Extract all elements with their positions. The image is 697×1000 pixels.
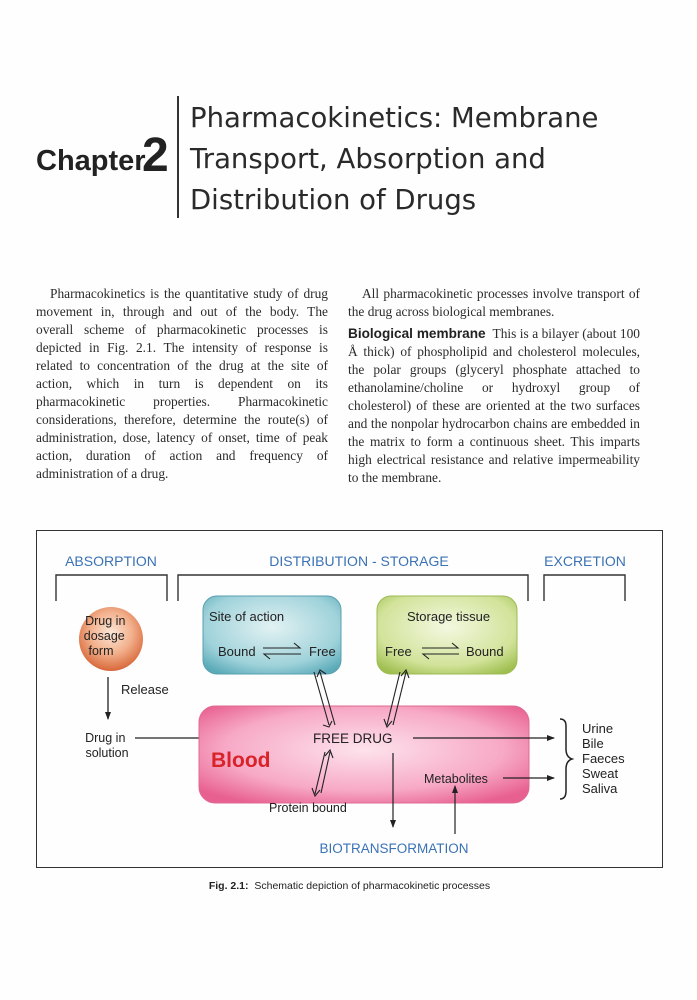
right-column: All pharmacokinetic processes involve tr… <box>348 285 640 487</box>
dosage-form-circle <box>79 607 143 671</box>
site-free-drug-arrows <box>313 669 336 728</box>
route-sweat: Sweat <box>582 766 619 781</box>
absorption-bracket <box>55 574 168 601</box>
membrane-paragraph: Biological membrane This is a bilayer (a… <box>348 325 640 487</box>
biotransformation-heading: BIOTRANSFORMATION <box>319 841 468 856</box>
free-drug-label: FREE DRUG <box>313 731 393 746</box>
intro-paragraph: Pharmacokinetics is the quantitative stu… <box>36 286 328 481</box>
drug-solution-label: Drug in solution <box>85 731 129 760</box>
route-faeces: Faeces <box>582 751 625 766</box>
release-label: Release <box>121 682 169 697</box>
distribution-heading: DISTRIBUTION - STORAGE <box>269 553 448 569</box>
distribution-bracket <box>177 574 529 601</box>
dosage-form-label: Drug in dosage form <box>84 614 129 658</box>
excretion-brace <box>559 718 575 800</box>
site-bound-label: Bound <box>218 644 256 659</box>
blood-box <box>198 705 530 804</box>
storage-tissue-title: Storage tissue <box>407 609 490 624</box>
chapter-divider <box>177 96 179 218</box>
caption-label: Fig. 2.1: <box>208 880 249 892</box>
site-of-action-box <box>202 595 342 675</box>
chapter-title: Pharmacokinetics: Membrane Transport, Ab… <box>190 98 670 221</box>
excretion-heading: EXCRETION <box>544 553 626 569</box>
route-urine: Urine <box>582 721 613 736</box>
storage-bound-label: Bound <box>466 644 504 659</box>
blood-label: Blood <box>211 749 270 772</box>
chapter-title-line: Pharmacokinetics: Membrane <box>190 102 599 134</box>
chapter-label: Chapter <box>36 145 146 177</box>
transport-paragraph: All pharmacokinetic processes involve tr… <box>348 286 640 319</box>
chapter-number: 2 <box>142 129 169 182</box>
route-saliva: Saliva <box>582 781 618 796</box>
site-of-action-title: Site of action <box>209 609 284 624</box>
chapter-title-line: Distribution of Drugs <box>190 184 477 216</box>
site-equilibrium-arrows <box>262 642 302 660</box>
storage-equilibrium-arrows <box>421 642 460 660</box>
route-bile: Bile <box>582 736 604 751</box>
site-free-label: Free <box>309 644 336 659</box>
storage-free-drug-arrows <box>383 668 410 729</box>
pharmacokinetics-figure: ABSORPTION DISTRIBUTION - STORAGE EXCRET… <box>36 530 663 868</box>
storage-tissue-box <box>376 595 518 675</box>
excretion-routes: Urine Bile Faeces Sweat Saliva <box>582 721 625 796</box>
figure-caption: Fig. 2.1: Schematic depiction of pharmac… <box>36 880 663 892</box>
excretion-bracket <box>543 574 626 601</box>
storage-free-label: Free <box>385 644 412 659</box>
figure-diagram: ABSORPTION DISTRIBUTION - STORAGE EXCRET… <box>55 553 626 856</box>
membrane-subhead: Biological membrane <box>348 326 486 341</box>
protein-bound-label: Protein bound <box>269 801 347 815</box>
caption-text: Schematic depiction of pharmacokinetic p… <box>254 880 491 892</box>
membrane-text: This is a bilayer (about 100 Å thick) of… <box>348 326 640 485</box>
protein-binding-arrows <box>311 748 334 798</box>
metabolites-label: Metabolites <box>424 772 488 786</box>
chapter-title-line: Transport, Absorption and <box>190 143 546 175</box>
left-column: Pharmacokinetics is the quantitative stu… <box>36 285 328 483</box>
absorption-heading: ABSORPTION <box>65 553 157 569</box>
